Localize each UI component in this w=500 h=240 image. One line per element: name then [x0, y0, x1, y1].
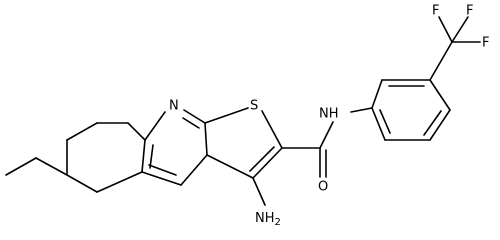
bond: [5, 157, 37, 176]
atom-nh-amide: NH: [319, 107, 339, 122]
atom-nh2-main: NH: [255, 211, 275, 226]
bond: [204, 107, 249, 124]
bond: [350, 107, 373, 113]
bond: [379, 109, 391, 134]
bond: [319, 121, 334, 149]
bond: [180, 154, 208, 186]
bond: [96, 171, 143, 193]
bond: [141, 171, 182, 186]
atom-n-ring: N: [169, 99, 179, 114]
atom-o-carbonyl: O: [318, 180, 328, 195]
bond: [204, 122, 208, 156]
bond: [127, 122, 146, 141]
bond: [141, 139, 146, 173]
bond: [371, 107, 386, 141]
bond: [429, 109, 451, 141]
bond: [249, 146, 275, 172]
bond: [35, 157, 68, 176]
bond: [66, 174, 98, 193]
bond: [144, 111, 166, 141]
bond: [149, 144, 154, 169]
bond: [438, 16, 453, 43]
bond: [252, 147, 283, 179]
atom-f-top-left: F: [432, 4, 439, 19]
bond: [148, 164, 177, 176]
bond: [429, 79, 451, 111]
bond: [252, 177, 266, 206]
bond: [182, 117, 200, 129]
bond: [429, 41, 453, 81]
molecule-structure: N S NH O NH2 F F F: [5, 4, 489, 229]
bond: [451, 16, 469, 43]
bond: [261, 110, 283, 149]
atom-nh2: NH2: [255, 211, 281, 229]
bond: [371, 79, 383, 109]
bond: [66, 122, 98, 141]
atom-labels: N S NH O NH2 F F F: [169, 4, 489, 229]
atom-f-top-right: F: [466, 4, 473, 19]
atom-nh2-subscript: 2: [275, 217, 281, 228]
atom-s-ring: S: [250, 99, 258, 114]
atom-f-right: F: [482, 36, 489, 51]
bond: [423, 110, 442, 136]
bond-lines: [5, 16, 481, 206]
bond: [206, 154, 254, 179]
bond: [183, 109, 206, 124]
